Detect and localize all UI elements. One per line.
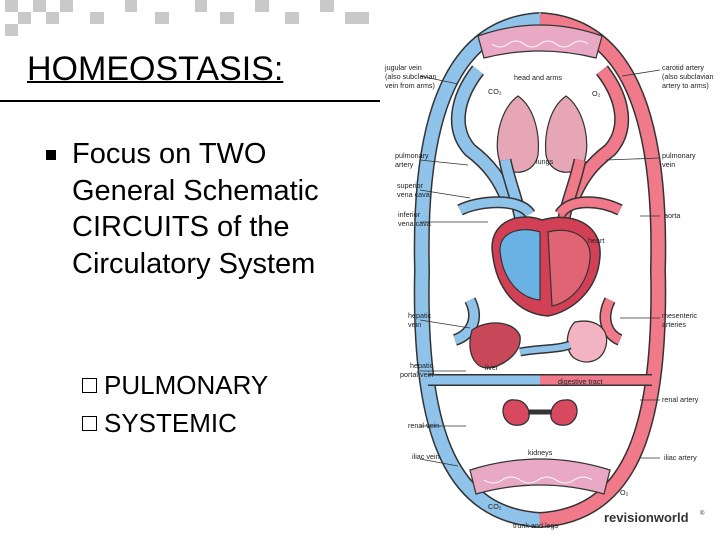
label-jugular-vein-2: (also subclavian <box>385 72 437 81</box>
upper-vein <box>452 66 514 203</box>
label-ivc: inferior <box>398 210 421 219</box>
revisionworld-logo: revisionworld <box>604 510 689 525</box>
label-lungs: lungs <box>536 157 554 166</box>
label-kidneys: kidneys <box>528 448 553 457</box>
label-pulmonary-artery-2: artery <box>395 160 414 169</box>
label-jugular-vein: jugular vein <box>384 63 422 72</box>
label-leader-lines <box>419 69 661 467</box>
left-lung <box>496 95 540 173</box>
main-bullet-text: Focus on TWO General Schematic CIRCUITS … <box>72 138 319 280</box>
label-hepatic-portal: hepatic <box>410 361 434 370</box>
right-kidney <box>550 399 578 426</box>
label-head-and-arms: head and arms <box>514 73 562 82</box>
left-kidney <box>502 399 530 426</box>
digestive-tract <box>566 320 608 363</box>
right-lung <box>544 95 588 173</box>
liver <box>469 322 521 369</box>
label-pulmonary-vein: pulmonary <box>662 151 696 160</box>
label-heart: heart <box>588 236 604 245</box>
label-ivc-2: vena cava <box>398 219 431 228</box>
label-carotid-2: (also subclavian <box>662 72 714 81</box>
outer-vein-loop <box>415 13 541 527</box>
label-hepatic-vein-2: vein <box>408 320 421 329</box>
label-o2-bottom: O₂ <box>620 488 629 497</box>
label-carotid: carotid artery <box>662 63 704 72</box>
label-hepatic-vein: hepatic <box>408 311 432 320</box>
label-carotid-3: artery to arms) <box>662 81 709 90</box>
label-mesenteric: mesenteric <box>662 311 698 320</box>
head-capillary-bed <box>477 24 603 59</box>
label-hepatic-portal-2: portal vein <box>400 370 433 379</box>
outer-artery-loop <box>539 13 665 527</box>
label-co2-top: CO₂ <box>488 87 502 96</box>
label-renal-vein: renal vein <box>408 421 439 430</box>
label-iliac-vein: iliac vein <box>412 452 440 461</box>
body-capillary-bed <box>469 458 611 495</box>
label-pulmonary-vein-2: vein <box>662 160 675 169</box>
hepatic-portal-vessel <box>519 342 571 355</box>
label-liver: liver <box>485 363 499 372</box>
label-mesenteric-2: arteries <box>662 320 686 329</box>
checkbox-bullet-icon <box>82 416 97 431</box>
registered-mark: ® <box>700 510 705 517</box>
label-pulmonary-artery: pulmonary <box>395 151 429 160</box>
slide-title: HOMEOSTASIS: <box>27 50 284 88</box>
label-co2-bottom: CO₂ <box>488 502 502 511</box>
label-o2-top: O₂ <box>592 89 601 98</box>
label-trunk-and-legs: trunk and legs <box>513 521 559 530</box>
label-iliac-artery: iliac artery <box>664 453 697 462</box>
subitem-pulmonary: PULMONARY <box>82 370 268 400</box>
label-renal-artery: renal artery <box>662 395 699 404</box>
label-aorta: aorta <box>664 211 680 220</box>
header-decoration <box>0 0 380 38</box>
label-svc-2: vena cava <box>397 190 430 199</box>
label-digestive-tract: digestive tract <box>558 377 602 386</box>
checkbox-bullet-icon <box>82 378 97 393</box>
heart-left-side <box>547 229 591 307</box>
label-jugular-vein-3: vein from arms) <box>385 81 435 90</box>
heart-right-side <box>499 229 541 301</box>
bullet-square-icon <box>46 150 56 160</box>
subitem-systemic: SYSTEMIC <box>82 408 237 438</box>
label-svc: superior <box>397 181 424 190</box>
title-divider <box>0 100 380 102</box>
